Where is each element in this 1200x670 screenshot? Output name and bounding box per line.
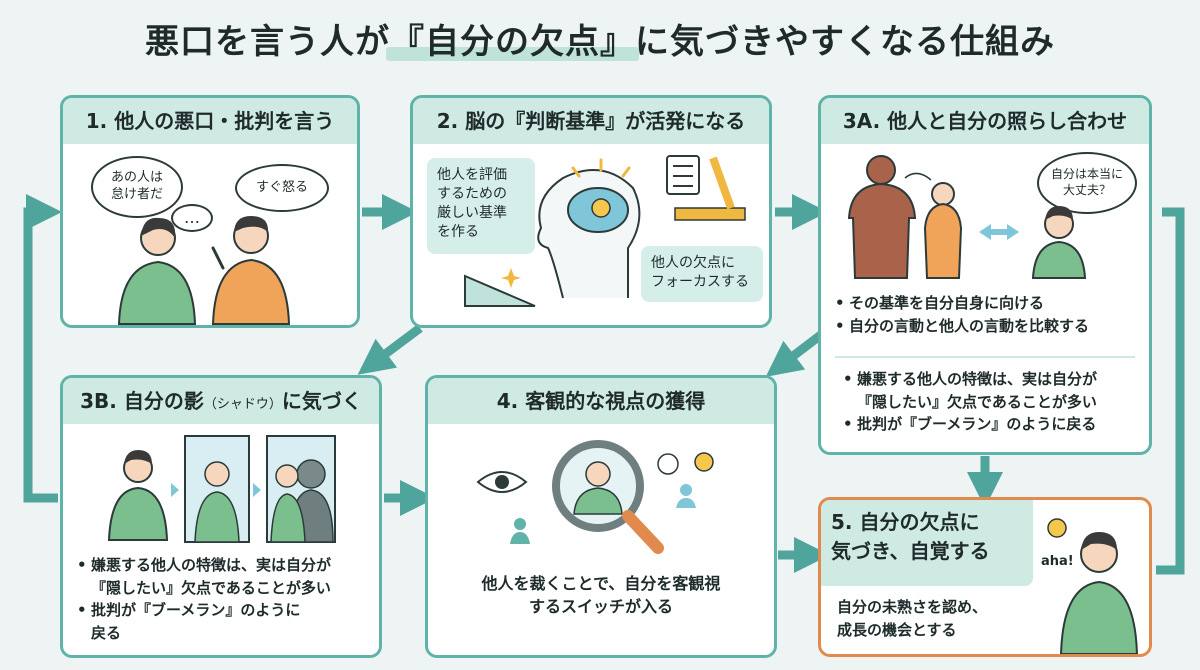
thinking-person-icon <box>1031 206 1087 279</box>
bullet-3a-4: 批判が『ブーメラン』のように戻る <box>841 413 1146 436</box>
person-side-icon <box>107 450 169 541</box>
magnifier-illustration <box>476 440 714 554</box>
bullet-3a-1: その基準を自分自身に向ける <box>833 292 1143 315</box>
gossip-people-illustration <box>117 216 291 325</box>
brain-illustration <box>464 155 746 307</box>
mirror-icon <box>184 435 250 543</box>
lightbulb-rays-icon <box>571 158 631 178</box>
person-man-icon <box>211 216 291 325</box>
realization-illustration <box>1047 518 1139 654</box>
step-3b-card: 3B. 自分の影（シャドウ）に気づく 嫌悪する他人の特徴は、実は自分が 『隠した… <box>60 375 382 658</box>
bubble-lazy: あの人は 怠け者だ <box>91 156 183 218</box>
step-5-heading: 5. 自分の欠点に 気づき、自覚する <box>821 500 1033 586</box>
head-profile-icon <box>537 169 641 299</box>
step-2-heading: 2. 脳の『判断基準』が活発になる <box>413 98 769 144</box>
mirror-illustration <box>107 435 336 543</box>
arrow-loop-right <box>1156 207 1185 575</box>
page-title: 悪口を言う人が『自分の欠点』に気づきやすくなる仕組み <box>0 14 1200 63</box>
triangle-ruler-icon <box>464 274 536 307</box>
bullet-3b-2: 批判が『ブーメラン』のように 戻る <box>75 599 375 644</box>
speech-bubble-icon <box>657 453 679 475</box>
checklist-icon <box>666 155 700 195</box>
step-3a-divider <box>835 356 1135 358</box>
step-3a-card: 3A. 他人と自分の照らし合わせ 自分は本当に 大丈夫？ その基準を自分自身に向… <box>818 95 1152 455</box>
step-5-card: 5. 自分の欠点に 気づき、自覚する 自分の未熟さを認め、 成長の機会とする a… <box>818 497 1152 657</box>
magnifying-glass-icon <box>552 440 664 554</box>
arrow-right-icon-2 <box>253 483 261 497</box>
step-3b-bullets: 嫌悪する他人の特徴は、実は自分が 『隠したい』欠点であることが多い 批判が『ブー… <box>75 554 375 644</box>
focus-box: 他人の欠点に フォーカスする <box>641 246 763 302</box>
double-arrow-icon <box>979 224 1019 240</box>
shadow-mirror-icon <box>266 435 336 543</box>
arrow-2-to-3b <box>357 324 423 375</box>
arrow-loop-left <box>23 194 62 503</box>
step-3b-heading-small: （シャドウ） <box>203 397 282 412</box>
small-person-icon <box>923 182 963 279</box>
small-person-left-icon <box>510 518 530 544</box>
comparison-illustration <box>847 155 1087 279</box>
bubble-angry: すぐ怒る <box>235 164 329 212</box>
step-4-text: 他人を裁くことで、自分を客観視 するスイッチが入る <box>481 574 721 617</box>
step-5-text: 自分の未熟さを認め、 成長の機会とする <box>837 598 988 639</box>
small-person-right-icon <box>676 484 696 508</box>
bullet-3a-2: 自分の言動と他人の言動を比較する <box>833 315 1143 338</box>
step-1-card: 1. 他人の悪口・批判を言う あの人は 怠け者だ … すぐ怒る <box>60 95 360 328</box>
title-after: に気づきやすくなる仕組み <box>635 22 1055 62</box>
eye-icon <box>476 471 528 493</box>
sparkle-icon <box>501 268 521 288</box>
person-thinking-icon <box>1059 532 1139 654</box>
curved-arrow-icon <box>904 172 932 181</box>
criteria-box: 他人を評価 するための 厳しい基準 を作る <box>427 158 535 254</box>
large-shadow-person-icon <box>847 155 917 279</box>
title-before: 悪口を言う人が <box>145 22 390 62</box>
step-3b-heading-end: に気づく <box>281 389 362 413</box>
person-woman-icon <box>117 217 197 325</box>
step-4-card: 4. 客観的な視点の獲得 他人を裁くことで、自分を客観視 するスイッチが入る <box>425 375 777 658</box>
step-3b-heading: 3B. 自分の影（シャドウ）に気づく <box>63 378 379 424</box>
aha-label: aha! <box>1041 554 1074 569</box>
title-highlight: 『自分の欠点』 <box>386 14 639 63</box>
arrow-right-icon <box>171 483 179 497</box>
bubble-dots: … <box>171 204 213 232</box>
step-1-heading: 1. 他人の悪口・批判を言う <box>63 98 357 144</box>
lightbulb-icon <box>694 452 714 472</box>
lightbulb-small-icon <box>1047 518 1067 538</box>
bubble-am-i-ok: 自分は本当に 大丈夫？ <box>1037 152 1137 214</box>
step-4-heading: 4. 客観的な視点の獲得 <box>428 378 774 424</box>
ruler-icon <box>674 156 746 221</box>
bullet-3a-3: 嫌悪する他人の特徴は、実は自分が 『隠したい』欠点であることが多い <box>841 368 1146 413</box>
step-3a-lower-bullets: 嫌悪する他人の特徴は、実は自分が 『隠したい』欠点であることが多い 批判が『ブー… <box>841 368 1146 436</box>
step-3b-heading-main: 3B. 自分の影 <box>80 389 204 413</box>
step-3a-bullets: その基準を自分自身に向ける 自分の言動と他人の言動を比較する <box>833 292 1143 337</box>
step-3a-heading: 3A. 他人と自分の照らし合わせ <box>821 98 1149 144</box>
step-2-card: 2. 脳の『判断基準』が活発になる 他人を評価 するための 厳しい基準 を作る … <box>410 95 772 328</box>
bullet-3b-1: 嫌悪する他人の特徴は、実は自分が 『隠したい』欠点であることが多い <box>75 554 375 599</box>
